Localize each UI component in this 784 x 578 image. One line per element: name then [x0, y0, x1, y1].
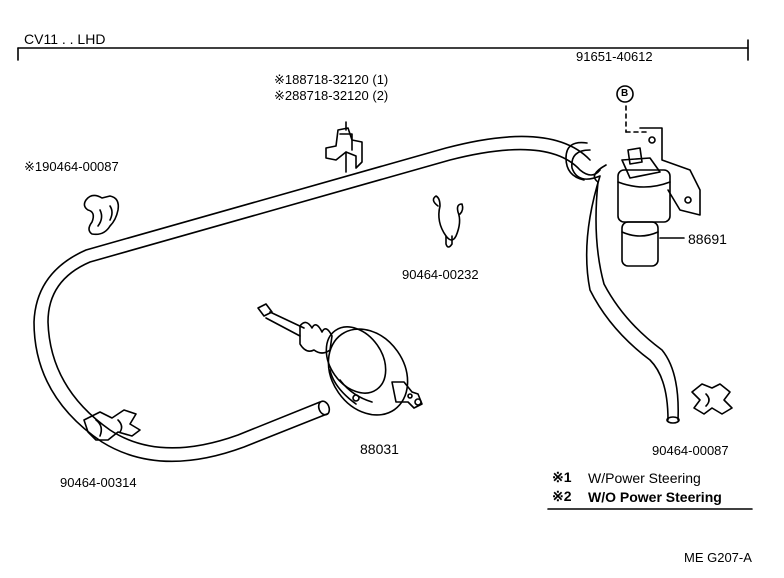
- right-hose: [565, 141, 680, 424]
- clip-88718-icon: [325, 121, 363, 173]
- b-circle: [616, 85, 634, 103]
- part-label-88691: 88691: [688, 231, 727, 247]
- part-label-88718-b: ※288718-32120 (2): [274, 88, 389, 103]
- vacuum-actuator-88031: [257, 303, 423, 416]
- header-bracket: [17, 39, 749, 61]
- clip-90464-00087-left-icon: [83, 194, 120, 236]
- legend-text-2: W/O Power Steering: [588, 489, 722, 505]
- clip-90464-00314-icon: [83, 409, 141, 441]
- leader-91651: [625, 105, 647, 133]
- part-label-88031: 88031: [360, 441, 399, 457]
- part-label-88718-a: ※188718-32120 (1): [274, 72, 389, 87]
- part-label-90464-00232: 90464-00232: [402, 267, 479, 282]
- part-label-90464-00087-left: ※190464-00087: [24, 159, 119, 174]
- part-ref-b: B: [621, 88, 629, 99]
- legend-mark-1: ※1: [552, 469, 572, 485]
- diagram-code: ME G207-A: [684, 550, 752, 565]
- clip-90464-00087-right-icon: [691, 383, 733, 415]
- part-label-91651-40612: 91651-40612: [576, 49, 653, 64]
- header-title: CV11 . . LHD: [24, 31, 106, 47]
- legend-text-1: W/Power Steering: [588, 470, 701, 486]
- part-label-90464-00314: 90464-00314: [60, 475, 137, 490]
- legend-mark-2: ※2: [552, 488, 572, 504]
- part-label-90464-00087-right: 90464-00087: [652, 443, 729, 458]
- vacuum-hose: [33, 135, 601, 463]
- vsv-valve: [617, 127, 701, 267]
- clip-90464-00232-icon: [432, 195, 464, 248]
